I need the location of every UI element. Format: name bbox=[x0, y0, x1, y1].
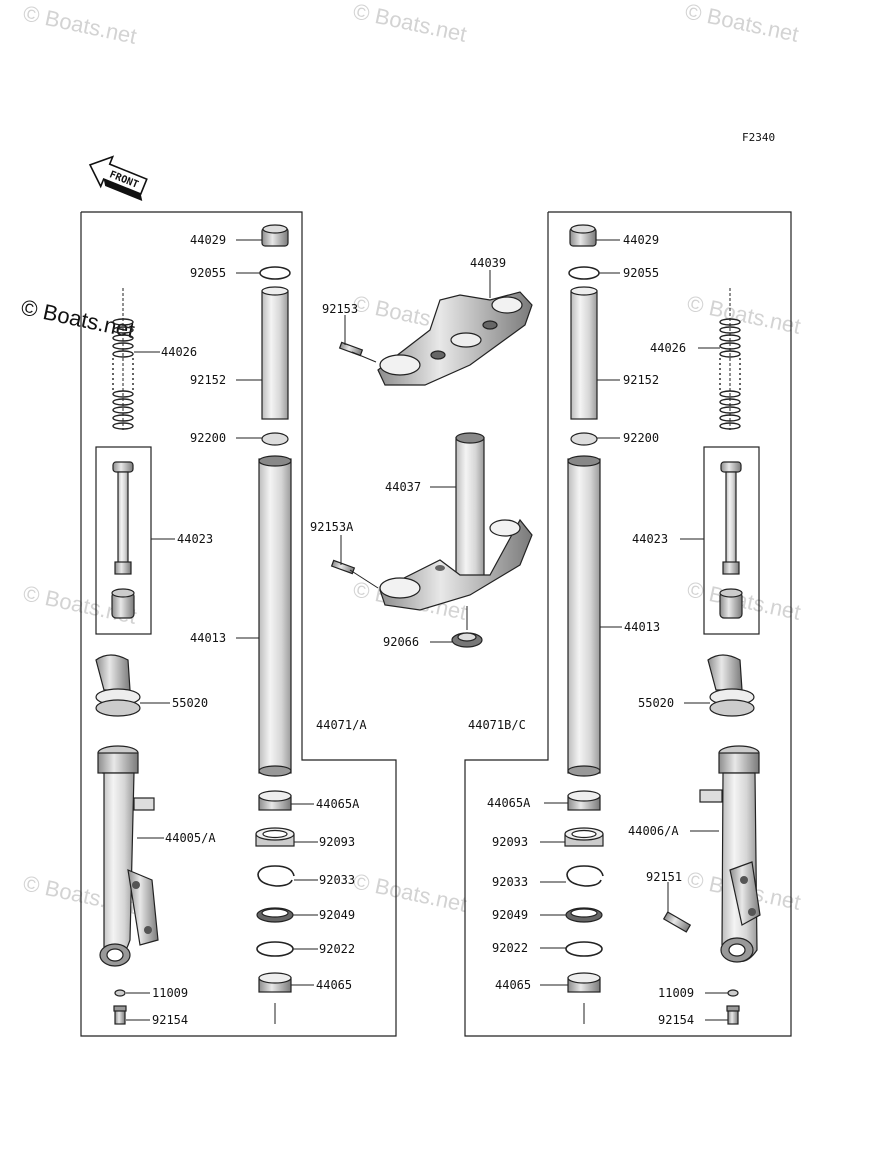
label-44006a: 44006/A bbox=[628, 824, 679, 838]
label-44005a: 44005/A bbox=[165, 831, 216, 845]
label-44023-left: 44023 bbox=[177, 532, 213, 546]
label-92049-right: 92049 bbox=[492, 908, 528, 922]
label-92049-left: 92049 bbox=[319, 908, 355, 922]
label-55020-right: 55020 bbox=[638, 696, 674, 710]
part-92022-washer-left[interactable] bbox=[256, 941, 294, 957]
watermarks: © Boats.net © Boats.net © Boats.net © Bo… bbox=[19, 0, 803, 919]
part-92152-spacer-right[interactable] bbox=[570, 286, 598, 420]
part-92066-seal[interactable] bbox=[451, 632, 483, 648]
part-44013-tube-right[interactable] bbox=[567, 455, 601, 777]
box-44023-left bbox=[95, 446, 152, 635]
part-92022-washer-right[interactable] bbox=[565, 941, 603, 957]
label-44029-left: 44029 bbox=[190, 233, 226, 247]
diagram-code: F2340 bbox=[742, 131, 775, 144]
part-92154-bolt-left[interactable] bbox=[113, 1005, 127, 1025]
label-92151: 92151 bbox=[646, 870, 682, 884]
label-44023-right: 44023 bbox=[632, 532, 668, 546]
watermark-text: © Boats.net bbox=[21, 0, 139, 48]
part-44065a-bushing-right[interactable] bbox=[567, 790, 601, 811]
label-44065-left: 44065 bbox=[316, 978, 352, 992]
label-92093-right: 92093 bbox=[492, 835, 528, 849]
frame-right bbox=[464, 211, 792, 1037]
part-11009-washer-right[interactable] bbox=[727, 989, 739, 997]
label-44071a: 44071/A bbox=[316, 718, 367, 732]
part-92200-washer-left[interactable] bbox=[261, 432, 289, 446]
watermark-text: © Boats.net bbox=[683, 0, 801, 47]
part-44005a-outer-tube-left[interactable] bbox=[97, 745, 159, 967]
part-92151-bolt-right[interactable] bbox=[662, 911, 692, 933]
part-92033-circlip-right[interactable] bbox=[566, 865, 604, 887]
label-44039: 44039 bbox=[470, 256, 506, 270]
part-92093-washer-left[interactable] bbox=[255, 827, 295, 847]
label-44065a-right: 44065A bbox=[487, 796, 531, 810]
label-92066: 92066 bbox=[383, 635, 419, 649]
part-44037-stem[interactable] bbox=[379, 432, 533, 611]
part-92055-oring-left[interactable] bbox=[259, 266, 291, 280]
part-92033-circlip-left[interactable] bbox=[257, 865, 295, 887]
label-44029-right: 44029 bbox=[623, 233, 659, 247]
label-92022-left: 92022 bbox=[319, 942, 355, 956]
label-92154-left: 92154 bbox=[152, 1013, 188, 1027]
part-92055-oring-right[interactable] bbox=[568, 266, 600, 280]
watermark-text: © Boats.net bbox=[685, 290, 803, 338]
part-11009-washer-left[interactable] bbox=[114, 989, 126, 997]
label-92200-left: 92200 bbox=[190, 431, 226, 445]
part-92153a-bolt[interactable] bbox=[330, 559, 356, 575]
label-11009-left: 11009 bbox=[152, 986, 188, 1000]
part-44029-cap-left[interactable] bbox=[261, 224, 289, 247]
part-55020-guard-left[interactable] bbox=[95, 654, 141, 717]
label-92153: 92153 bbox=[322, 302, 358, 316]
label-92022-right: 92022 bbox=[492, 941, 528, 955]
part-44026-spring-right[interactable] bbox=[719, 288, 741, 430]
part-44065-bushing-left[interactable] bbox=[258, 972, 292, 993]
front-arrow-icon: FRONT bbox=[88, 155, 148, 202]
leader-lines-center bbox=[340, 270, 491, 643]
part-92154-bolt-right[interactable] bbox=[726, 1005, 740, 1025]
label-92033-left: 92033 bbox=[319, 873, 355, 887]
box-44023-right bbox=[703, 446, 760, 635]
part-44026-spring-left[interactable] bbox=[112, 288, 134, 430]
part-92200-washer-right[interactable] bbox=[570, 432, 598, 446]
part-44065-bushing-right[interactable] bbox=[567, 972, 601, 993]
part-44023-damper-left[interactable] bbox=[111, 461, 135, 619]
watermark-text: © Boats.net bbox=[351, 868, 469, 916]
label-44037: 44037 bbox=[385, 480, 421, 494]
frame-left bbox=[80, 211, 397, 1037]
part-44065a-bushing-left[interactable] bbox=[258, 790, 292, 811]
part-92153-bolt[interactable] bbox=[338, 341, 364, 357]
label-44065a-left: 44065A bbox=[316, 797, 360, 811]
part-92093-washer-right[interactable] bbox=[564, 827, 604, 847]
leader-lines-left bbox=[126, 239, 318, 1021]
watermark-text: © Boats.net bbox=[685, 576, 803, 624]
label-92152-left: 92152 bbox=[190, 373, 226, 387]
leader-lines-right bbox=[540, 239, 728, 1021]
watermark-text: © Boats.net bbox=[351, 0, 469, 47]
label-44065-right: 44065 bbox=[495, 978, 531, 992]
label-92055-right: 92055 bbox=[623, 266, 659, 280]
label-44026-left: 44026 bbox=[161, 345, 197, 359]
part-44039-upper-bracket[interactable] bbox=[377, 291, 533, 386]
label-92200-right: 92200 bbox=[623, 431, 659, 445]
part-44023-damper-right[interactable] bbox=[719, 461, 743, 619]
label-92093-left: 92093 bbox=[319, 835, 355, 849]
part-44006a-outer-tube-right[interactable] bbox=[699, 745, 761, 963]
part-55020-guard-right[interactable] bbox=[707, 654, 755, 717]
label-92153a: 92153A bbox=[310, 520, 354, 534]
label-44013-left: 44013 bbox=[190, 631, 226, 645]
label-92055-left: 92055 bbox=[190, 266, 226, 280]
part-92049-oil-seal-left[interactable] bbox=[256, 907, 294, 923]
label-92154-right: 92154 bbox=[658, 1013, 694, 1027]
label-92033-right: 92033 bbox=[492, 875, 528, 889]
label-11009-right: 11009 bbox=[658, 986, 694, 1000]
part-92152-spacer-left[interactable] bbox=[261, 286, 289, 420]
label-44071bc: 44071B/C bbox=[468, 718, 526, 732]
part-44029-cap-right[interactable] bbox=[569, 224, 597, 247]
label-44026-right: 44026 bbox=[650, 341, 686, 355]
part-44013-tube-left[interactable] bbox=[258, 455, 292, 777]
part-92049-oil-seal-right[interactable] bbox=[565, 907, 603, 923]
label-92152-right: 92152 bbox=[623, 373, 659, 387]
label-44013-right: 44013 bbox=[624, 620, 660, 634]
label-55020-left: 55020 bbox=[172, 696, 208, 710]
